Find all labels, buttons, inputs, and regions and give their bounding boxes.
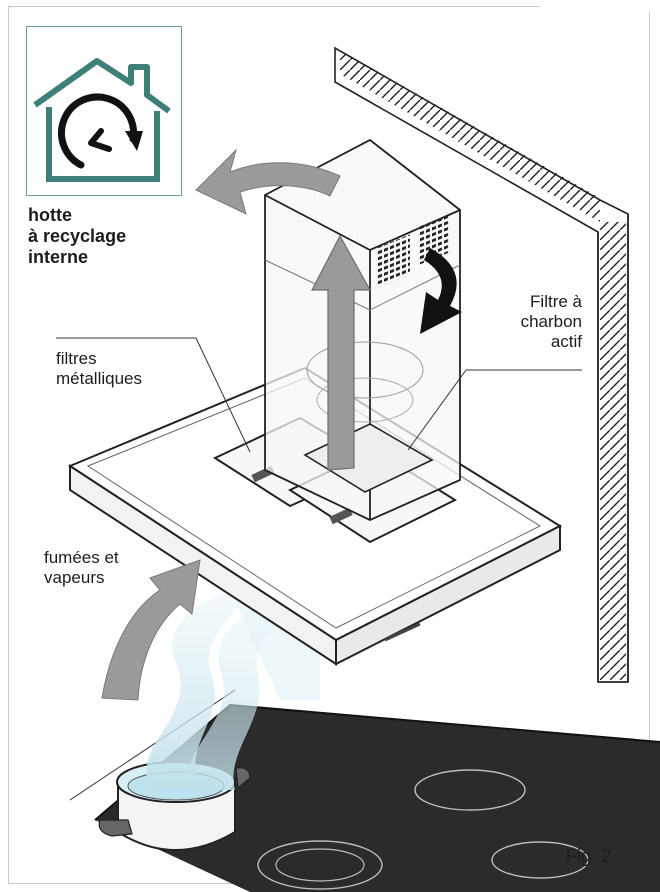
smoke-label: fumées et vapeurs xyxy=(44,548,184,588)
figure-number: Fig. 2 xyxy=(566,846,612,866)
title-line-3: interne xyxy=(28,247,89,267)
outflow-arrow xyxy=(195,148,341,215)
wall xyxy=(334,46,629,683)
house-recycle-icon xyxy=(33,58,171,182)
filtres-line-1: filtres xyxy=(56,349,97,368)
frame-gap xyxy=(540,0,650,12)
recirculation-black-arrow xyxy=(420,248,462,334)
hood-type-title: hotte à recyclage interne xyxy=(28,205,198,268)
title-line-2: à recyclage xyxy=(28,226,127,246)
house-recycle-icon-box xyxy=(26,26,182,196)
fumees-line-2: vapeurs xyxy=(44,568,105,587)
smoke-arrow xyxy=(101,559,201,701)
charbon-line-3: actif xyxy=(550,332,582,351)
fumees-line-1: fumées et xyxy=(44,548,119,567)
charbon-line-1: Filtre à xyxy=(530,292,582,311)
airflow-up-arrow xyxy=(311,234,372,471)
chimney xyxy=(264,138,461,521)
filtres-line-2: métalliques xyxy=(56,369,142,388)
metal-filters-label: filtres métalliques xyxy=(56,349,196,389)
charcoal-filter-label: Filtre à charbon actif xyxy=(470,292,582,352)
leader-lines xyxy=(56,337,582,453)
title-line-1: hotte xyxy=(28,205,72,225)
charbon-line-2: charbon xyxy=(520,312,582,331)
